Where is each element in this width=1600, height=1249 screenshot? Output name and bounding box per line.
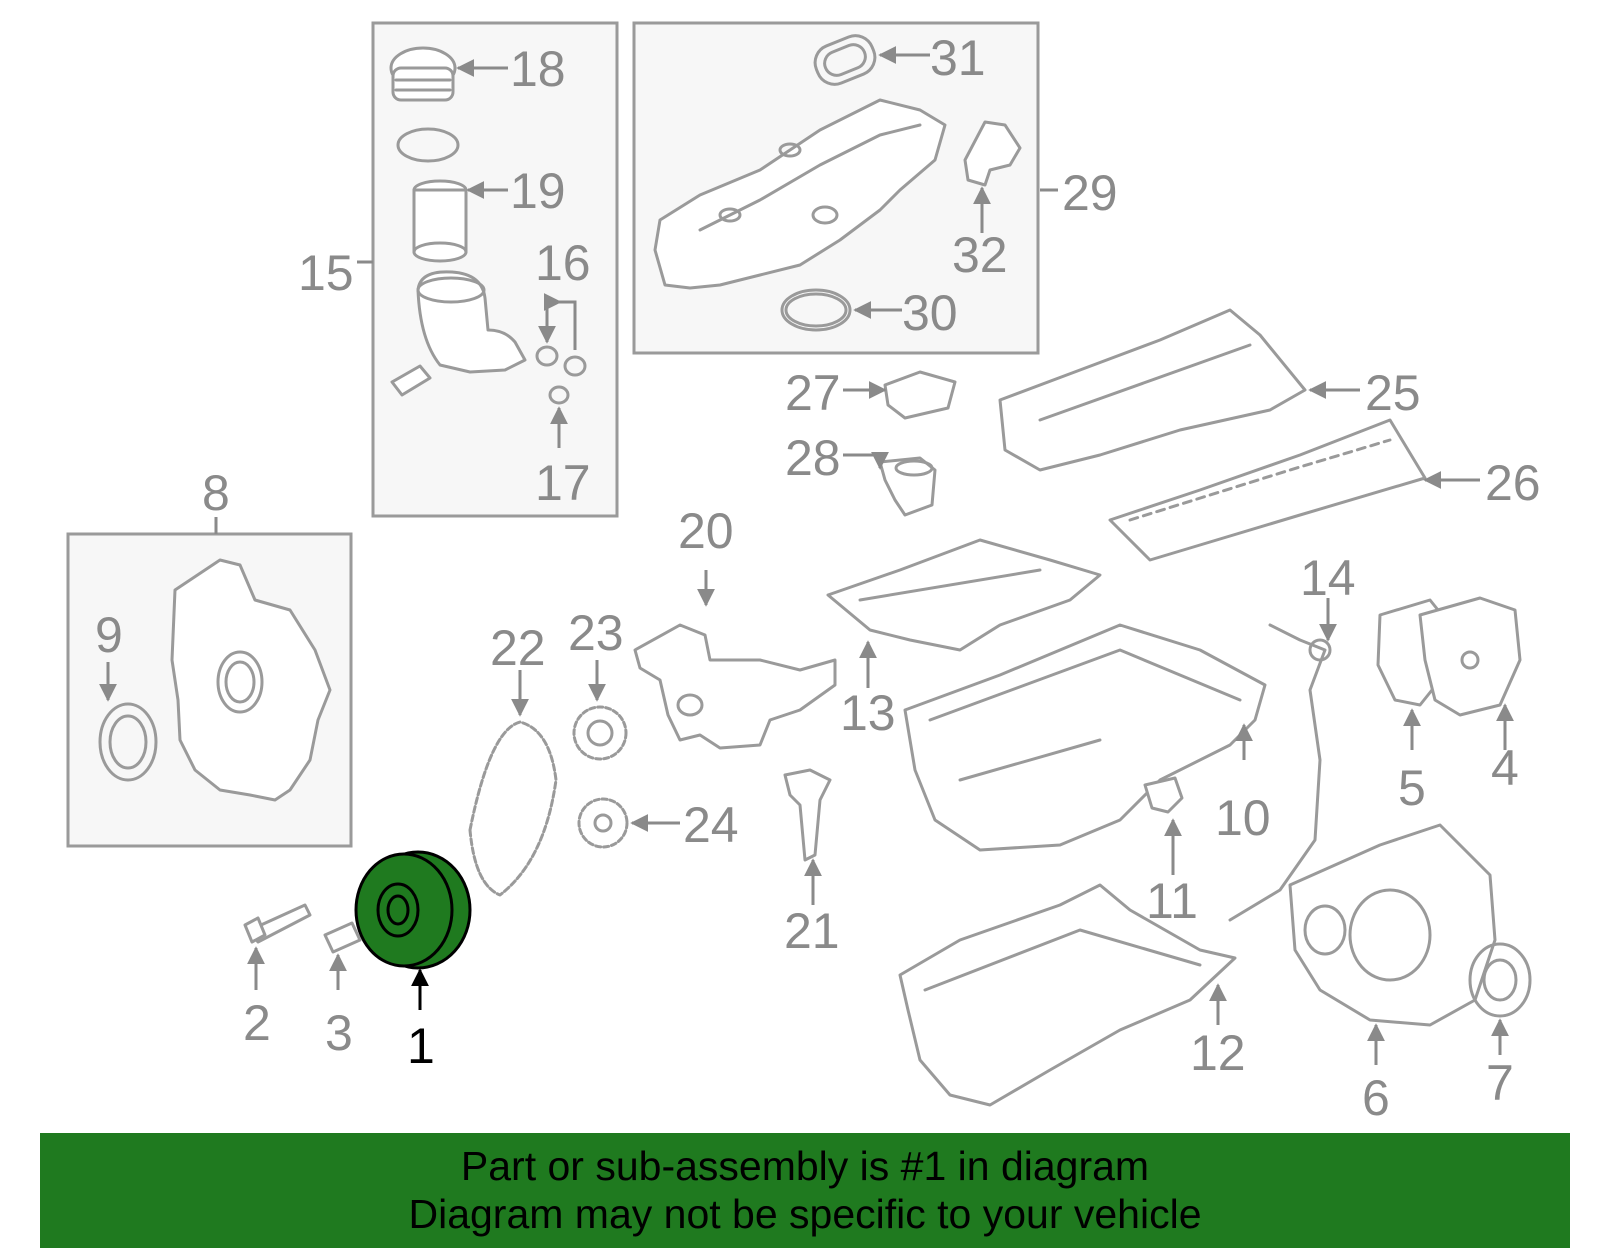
part-6-flywheel-housing[interactable] (1288, 823, 1497, 1027)
label-29: 29 (1062, 165, 1118, 221)
part-27-cap[interactable] (883, 370, 957, 420)
label-18: 18 (510, 41, 566, 97)
label-28: 28 (785, 430, 841, 486)
label-16: 16 (535, 235, 591, 291)
part-front-cover[interactable] (170, 558, 332, 802)
part-oil-filter-seal-ring[interactable] (396, 127, 460, 163)
part-24-sprocket[interactable] (577, 797, 629, 849)
label-2: 2 (243, 995, 271, 1051)
leader-lines (99, 46, 1514, 1065)
label-20: 20 (678, 503, 734, 559)
part-9-seal[interactable] (98, 702, 158, 782)
part-2-bolt[interactable] (243, 903, 312, 944)
label-15: 15 (298, 245, 354, 301)
label-24: 24 (683, 797, 739, 853)
group-box-15 (371, 21, 619, 518)
label-6: 6 (1362, 1070, 1390, 1126)
label-17: 17 (535, 455, 591, 511)
label-8: 8 (202, 465, 230, 521)
label-22: 22 (490, 620, 546, 676)
label-19: 19 (510, 163, 566, 219)
info-banner: Part or sub-assembly is #1 in diagram Di… (40, 1133, 1570, 1248)
part-19-oil-filter-element[interactable] (412, 179, 468, 263)
part-18-oil-filter-cap[interactable] (389, 46, 457, 102)
label-7: 7 (1486, 1055, 1514, 1111)
label-32: 32 (952, 227, 1008, 283)
label-14: 14 (1300, 550, 1356, 606)
label-10: 10 (1215, 790, 1271, 846)
part-23-sprocket[interactable] (572, 705, 628, 761)
part-labels: 18 19 15 16 17 31 29 32 30 27 28 25 26 8… (95, 30, 1541, 1126)
label-5: 5 (1398, 760, 1426, 816)
label-23: 23 (568, 605, 624, 661)
part-10-upper-oil-pan[interactable] (903, 623, 1267, 852)
label-21: 21 (784, 903, 840, 959)
part-16-seal-rings[interactable] (535, 345, 587, 405)
part-1-crankshaft-pulley[interactable] (354, 850, 472, 970)
label-1: 1 (407, 1018, 435, 1074)
label-12: 12 (1190, 1025, 1246, 1081)
part-32-sensor[interactable] (963, 120, 1022, 187)
label-31: 31 (930, 30, 986, 86)
label-3: 3 (325, 1005, 353, 1061)
label-27: 27 (785, 365, 841, 421)
part-28-filler-neck[interactable] (878, 456, 937, 517)
part-oil-filter-housing[interactable] (390, 270, 527, 397)
part-11-bolt[interactable] (1143, 776, 1184, 814)
part-31-gasket[interactable] (810, 30, 881, 90)
part-5-gasket[interactable] (1376, 598, 1452, 707)
part-intake-manifold[interactable] (653, 98, 947, 290)
label-4: 4 (1491, 740, 1519, 796)
part-21-strainer[interactable] (783, 768, 832, 862)
part-7-seal[interactable] (1468, 942, 1532, 1018)
banner-disclaimer-text: Diagram may not be specific to your vehi… (408, 1191, 1202, 1237)
part-13-baffle[interactable] (826, 538, 1102, 652)
label-30: 30 (902, 285, 958, 341)
part-30-seal-ring[interactable] (780, 288, 852, 332)
part-4-cover[interactable] (1418, 596, 1522, 717)
banner-part-text: Part or sub-assembly is #1 in diagram (460, 1143, 1150, 1189)
part-12-lower-oil-pan[interactable] (898, 883, 1237, 1107)
part-25-valve-cover[interactable] (998, 308, 1307, 472)
label-9: 9 (95, 607, 123, 663)
part-3-dowel[interactable] (323, 921, 362, 954)
label-11: 11 (1146, 873, 1198, 929)
part-26-valve-cover-gasket[interactable] (1108, 418, 1427, 562)
label-25: 25 (1365, 365, 1421, 421)
part-22-timing-chain[interactable] (468, 720, 558, 897)
label-26: 26 (1485, 455, 1541, 511)
label-13: 13 (840, 685, 896, 741)
part-20-oil-pump[interactable] (633, 623, 837, 750)
